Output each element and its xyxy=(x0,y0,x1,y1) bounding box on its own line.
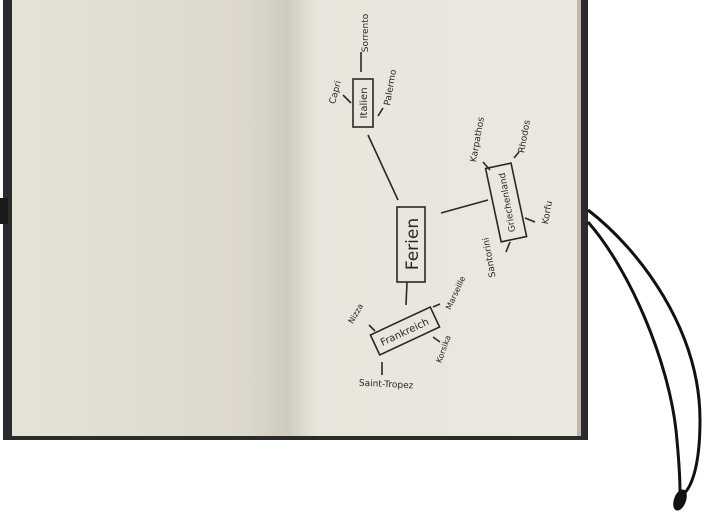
band-clip xyxy=(673,489,687,511)
right-page xyxy=(289,0,577,436)
box-frankreich xyxy=(369,306,441,356)
box-griechenland xyxy=(484,162,528,243)
item-saint-tropez: Saint-Tropez xyxy=(359,379,414,392)
left-page xyxy=(12,0,289,436)
branch-label-italien: Italien xyxy=(359,87,370,118)
box-ferien xyxy=(396,206,426,283)
item-korfu: Korfu xyxy=(541,200,555,225)
box-italien xyxy=(352,78,374,128)
center-label: Ferien xyxy=(403,218,423,270)
item-sorrento: Sorrento xyxy=(361,13,371,52)
mindmap-connectors xyxy=(342,52,536,375)
elastic-band xyxy=(587,208,702,497)
bookmark-tab xyxy=(0,198,8,224)
